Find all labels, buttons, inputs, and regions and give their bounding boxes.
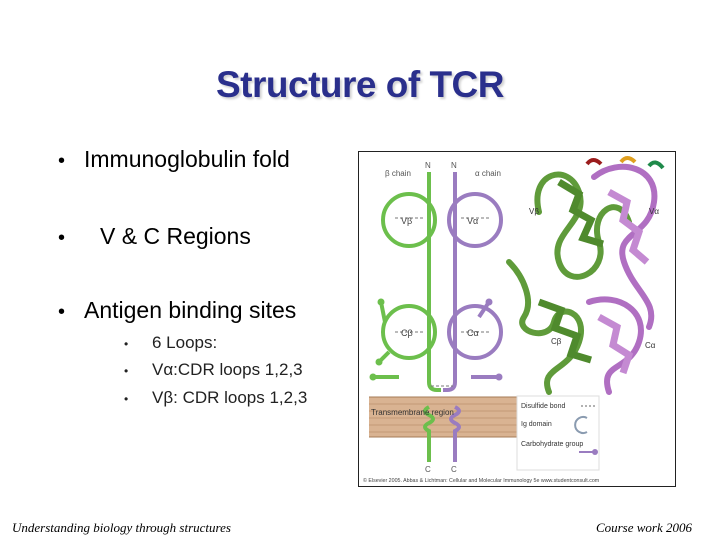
legend: Disulfide bond Ig domain Carbohydrate gr…	[516, 395, 600, 471]
ribbon-c-alpha-label: Cα	[645, 341, 656, 350]
sub-bullet-text: Vβ: CDR loops 1,2,3	[152, 388, 308, 407]
bullet-antigen-binding-sites: • Antigen binding sites	[58, 297, 296, 324]
bullet-text: V & C Regions	[100, 223, 251, 249]
legend-carbohydrate-label: Carbohydrate group	[521, 441, 583, 448]
membrane-band	[369, 397, 519, 437]
sub-bullet-dot: •	[124, 364, 129, 378]
sub-bullet-dot: •	[124, 392, 129, 406]
tcr-diagram: β chain α chain N N C C Vβ Vα Cβ Cα Tran…	[363, 156, 665, 484]
bullet-dot: •	[58, 150, 66, 172]
c-alpha-domain-label: Cα	[467, 328, 479, 338]
ribbon-structure	[506, 156, 665, 395]
bullet-text: Immunoglobulin fold	[84, 146, 290, 172]
sub-bullet-text: Vα:CDR loops 1,2,3	[152, 360, 303, 379]
bullet-immunoglobulin-fold: • Immunoglobulin fold	[58, 146, 290, 173]
disulfide-bonds	[395, 217, 489, 387]
legend-ig-domain-label: Ig domain	[521, 421, 552, 428]
v-alpha-domain-label: Vα	[467, 216, 478, 226]
footer-right: Course work 2006	[595, 520, 692, 535]
ribbon-v-beta-label: Vβ	[529, 207, 539, 216]
bullet-v-c-regions: • V & C Regions	[58, 223, 251, 250]
membrane-stripes	[369, 403, 519, 433]
v-beta-domain-label: Vβ	[401, 216, 412, 226]
sub-bullet-vbeta: • Vβ: CDR loops 1,2,3	[124, 388, 307, 408]
ribbon-c-beta-label: Cβ	[551, 337, 562, 346]
tcr-structure-figure: β chain α chain N N C C Vβ Vα Cβ Cα Tran…	[358, 151, 676, 487]
beta-c-terminus: C	[425, 465, 431, 474]
beta-chain-label: β chain	[385, 169, 411, 178]
c-beta-domain-label: Cβ	[401, 328, 413, 338]
slide-title: Structure of TCR	[216, 64, 505, 105]
figure-credit: © Elsevier 2005. Abbas & Lichtman: Cellu…	[363, 477, 600, 484]
legend-disulfide-label: Disulfide bond	[521, 403, 565, 410]
alpha-c-terminus: C	[451, 465, 457, 474]
sub-bullet-dot: •	[124, 337, 129, 351]
sub-bullet-text: 6 Loops:	[152, 333, 218, 352]
alpha-n-terminus: N	[451, 161, 457, 170]
sub-bullet-valpha: • Vα:CDR loops 1,2,3	[124, 360, 303, 380]
sub-bullet-loops: • 6 Loops:	[124, 333, 217, 353]
alpha-chain-label: α chain	[475, 169, 501, 178]
bullet-dot: •	[58, 227, 66, 249]
footer-left: Understanding biology through structures	[12, 520, 231, 535]
bullet-dot: •	[58, 301, 66, 323]
alpha-chain-schematic	[443, 172, 503, 462]
bullet-text: Antigen binding sites	[84, 297, 297, 323]
transmembrane-label: Transmembrane region	[371, 408, 454, 417]
ribbon-v-alpha-label: Vα	[649, 207, 659, 216]
beta-n-terminus: N	[425, 161, 431, 170]
